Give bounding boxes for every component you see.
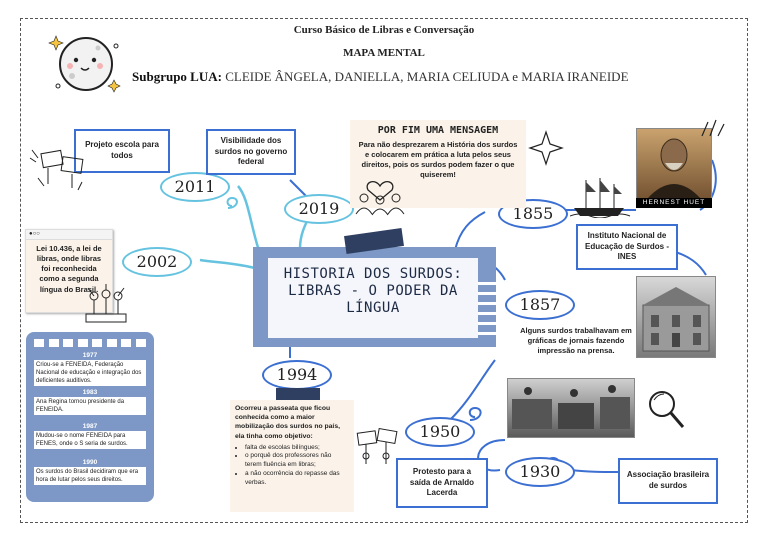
passeata-list: falta de escolas bilíngues; o porquê dos… [235,444,349,488]
celebrating-people-icon [85,284,127,323]
timeline-text: Criou-se a FENEIDA, Federação Nacional d… [34,360,146,387]
protest-hands-icon [29,149,84,191]
magnifier-icon [649,391,685,428]
note-lei-10436: ●○○ Lei 10.436, a lei de libras, onde li… [25,229,113,313]
mind-map-label: MAPA MENTAL [343,47,425,59]
timeline-text: Ana Regina tornou presidente da FENEIDA. [34,397,146,416]
group-label: Subgrupo LUA: [132,69,222,84]
timeline-text: Mudou-se o nome FENEIDA para FENES, onde… [34,431,146,450]
stacked-lines-decoration [478,282,496,335]
year-2011-oval: 2011 [160,172,230,202]
press-workers-icon [512,385,630,429]
central-title-line-2: LIBRAS - O PODER DA [288,283,458,299]
central-title-line-1: HISTORIA DOS SURDOS: [283,266,463,282]
portrait-caption: HERNEST HUET [636,198,712,208]
timeline-year: 1983 [82,389,98,396]
passeata-intro: Ocorreu a passeata que ficou conhecida c… [235,405,340,440]
window-dots-icon: ●○○ [26,230,112,240]
portrait-photo [636,128,712,208]
box-associacao-surdos: Associação brasileira de surdos [618,458,718,504]
page-frame [20,18,748,523]
mensagem-text: Para não desprezarem a História dos surd… [358,139,518,179]
note-graficas: Alguns surdos trabalhavam em gráficas de… [520,326,632,356]
building-photo [636,276,716,358]
star-sparkle-icon [528,130,564,166]
year-2019-oval: 2019 [284,194,354,224]
group-members: CLEIDE ÂNGELA, DANIELLA, MARIA CELIUDA e… [225,69,629,84]
mensagem-title: POR FIM UMA MENSAGEM [377,125,499,136]
central-topic-paper [268,258,478,338]
timeline-text: Os surdos do Brasil decidiram que era ho… [34,467,146,486]
box-visibilidade-surdos: Visibilidade dos surdos no governo feder… [206,129,296,175]
year-2002-oval: 2002 [122,247,192,277]
year-1855-oval: 1855 [498,199,568,229]
note-mensagem: POR FIM UMA MENSAGEM Para não desprezare… [350,120,526,208]
protest-signs-icon [356,427,398,464]
building-icon [642,287,710,352]
year-1994-oval: 1994 [262,360,332,390]
portrait-figure-icon [647,138,701,199]
tape-1994-decoration [276,388,320,400]
group-line: Subgrupo LUA: CLEIDE ÂNGELA, DANIELLA, M… [132,69,752,85]
people-heart-icon [355,180,405,216]
lei-text: Lei 10.436, a lei de libras, onde libras… [36,244,102,294]
passeata-item: falta de escolas bilíngues; [245,444,349,453]
passeata-item: o porquê dos professores não terem fluên… [245,452,349,470]
sparkle-lines-icon [701,119,725,137]
central-topic-title: HISTORIA DOS SURDOS: LIBRAS - O PODER DA… [268,266,478,317]
year-1950-oval: 1950 [405,417,475,447]
box-ines: Instituto Nacional de Educação de Surdos… [576,224,678,270]
course-title: Curso Básico de Libras e Conversação [293,24,475,36]
box-escola-para-todos: Projeto escola para todos [74,129,170,173]
year-1930-oval: 1930 [505,457,575,487]
timeline-year: 1977 [82,352,98,359]
timeline-year: 1990 [82,459,98,466]
note-passeata: Ocorreu a passeata que ficou conhecida c… [230,400,354,512]
central-title-line-3: LÍNGUA [346,300,400,316]
ship-icon [570,178,631,218]
printing-press-photo [507,378,635,438]
timeline-year: 1987 [82,423,98,430]
timeline-dots [34,339,146,347]
box-protesto: Protesto para a saída de Arnaldo Lacerda [396,458,488,508]
passeata-item: a não ocorrência do repasse das verbas. [245,470,349,488]
year-1857-oval: 1857 [505,290,575,320]
moon-logo-icon [48,35,121,93]
